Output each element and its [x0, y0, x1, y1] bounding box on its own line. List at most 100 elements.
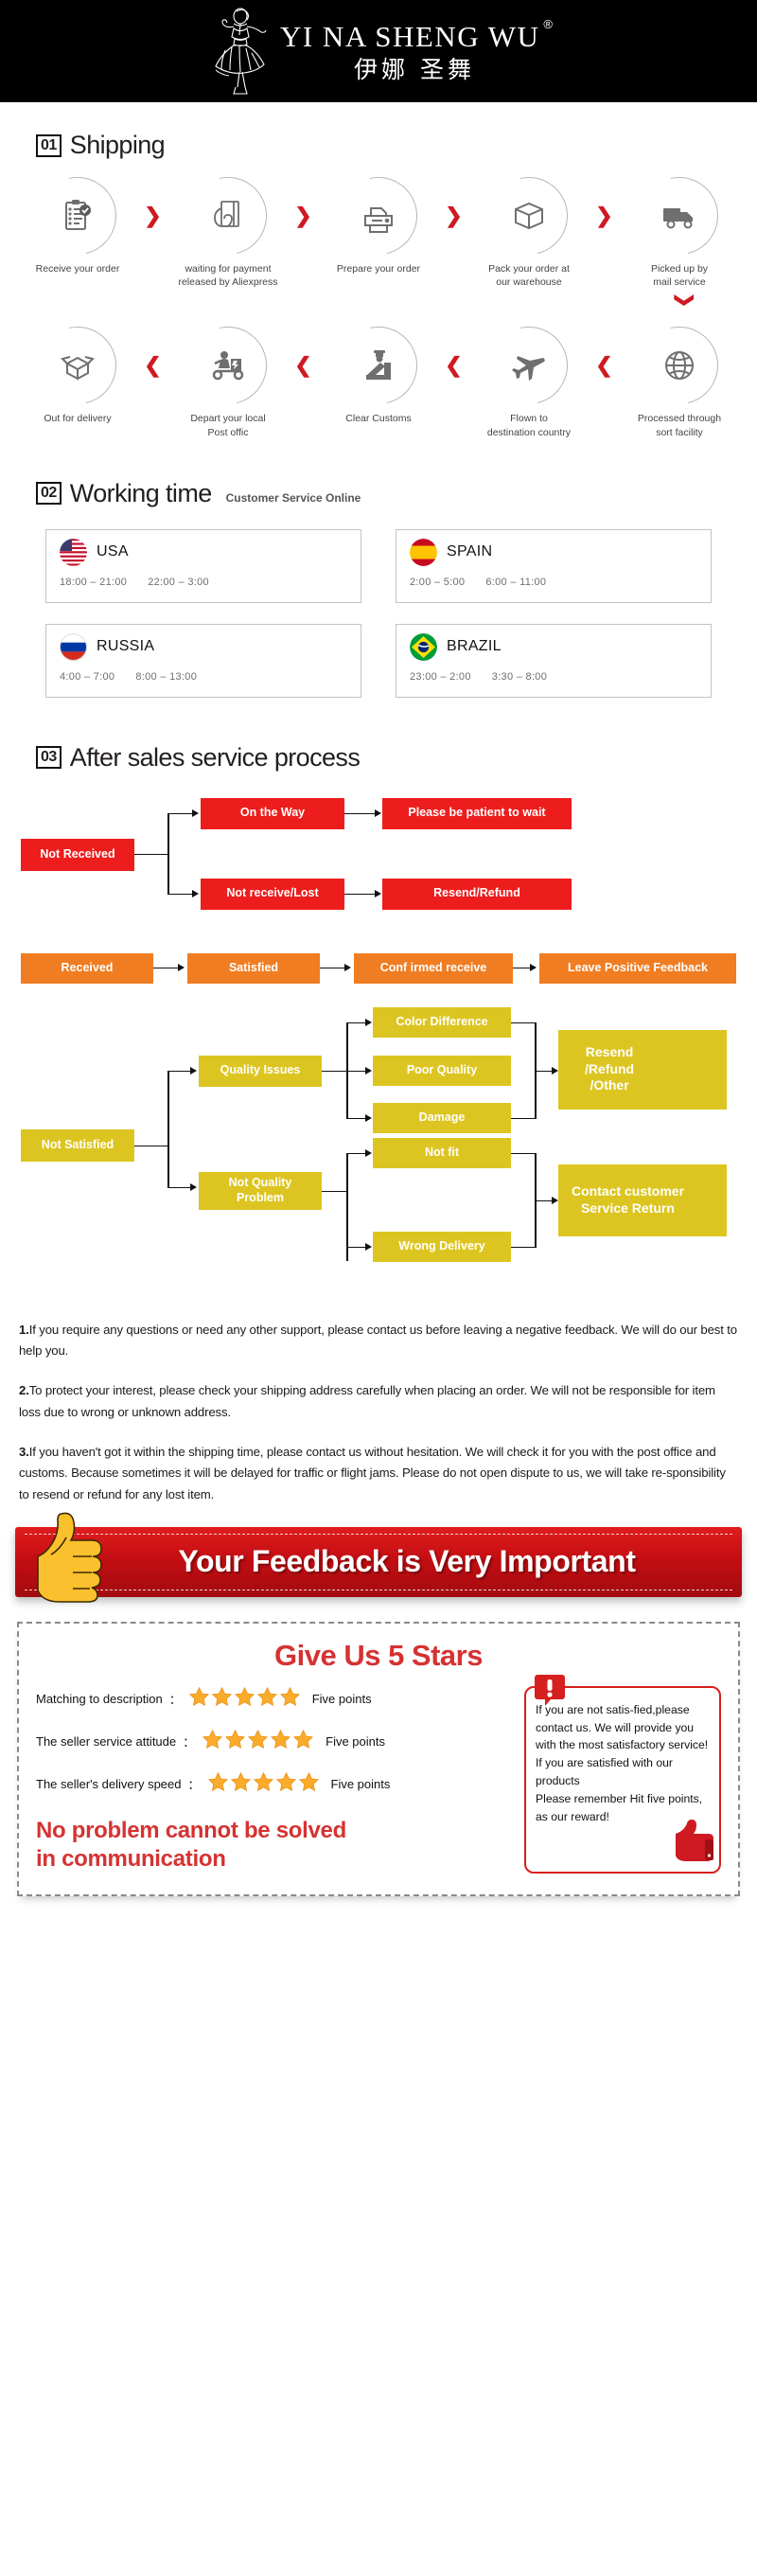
- feedback-banner: Your Feedback is Very Important: [15, 1512, 742, 1603]
- star-icon[interactable]: [270, 1729, 291, 1755]
- flow-node-resend-refund: Resend/Refund: [382, 878, 572, 910]
- rating-label: The seller's delivery speed: [36, 1777, 182, 1792]
- connector: [167, 1186, 190, 1189]
- rating-title: Give Us 5 Stars: [274, 1638, 483, 1672]
- brand-header: YI NA SHENG WU® 伊娜 圣舞: [0, 0, 757, 102]
- flow-node-color-difference: Color Difference: [373, 1006, 511, 1038]
- product-detail-page: YI NA SHENG WU® 伊娜 圣舞 01 Shipping: [0, 0, 757, 1896]
- globe-icon: [660, 346, 698, 384]
- orange-flowchart: Received Satisfied Conf irmed receive Le…: [0, 950, 757, 994]
- shipping-step: Pack your order at our warehouse: [472, 162, 586, 289]
- star-group[interactable]: [202, 1729, 314, 1755]
- country-name: RUSSIA: [97, 638, 155, 655]
- shipping-step: Processed through sort facility: [623, 311, 736, 438]
- step-label: Prepare your order: [336, 263, 421, 275]
- connector: [346, 1117, 365, 1120]
- star-icon[interactable]: [279, 1686, 301, 1713]
- shipping-step: Depart your local Post offic: [171, 311, 285, 438]
- hand-card-icon: [209, 197, 247, 235]
- chevron-right-icon: ❯: [445, 204, 463, 227]
- connector: [153, 967, 178, 969]
- connector: [344, 893, 375, 896]
- step-label: Pack your order at our warehouse: [488, 263, 570, 289]
- star-icon[interactable]: [188, 1686, 210, 1713]
- star-icon[interactable]: [247, 1729, 269, 1755]
- time-slot: 18:00 – 21:00: [60, 576, 128, 588]
- brand-text-block: YI NA SHENG WU® 伊娜 圣舞: [279, 18, 553, 80]
- star-icon[interactable]: [224, 1729, 246, 1755]
- shipping-steps-row-1: Receive your order ❯ waiting for payment…: [0, 162, 757, 289]
- printer-icon: [360, 197, 397, 235]
- rating-points: Five points: [326, 1734, 386, 1750]
- flow-node-wrong-delivery: Wrong Delivery: [373, 1231, 511, 1262]
- star-group[interactable]: [188, 1686, 301, 1713]
- connector: [167, 893, 192, 896]
- star-icon[interactable]: [256, 1686, 278, 1713]
- arrow-head: [190, 1182, 197, 1191]
- step-label: Receive your order: [35, 263, 120, 275]
- connector: [346, 1070, 365, 1073]
- registered-mark: ®: [543, 17, 554, 32]
- exclamation-icon: [534, 1673, 566, 1713]
- rating-colon: ：: [183, 1735, 196, 1750]
- rating-row: Matching to description ： Five points: [36, 1686, 515, 1713]
- chevron-right-icon: ❯: [144, 204, 162, 227]
- rating-label: The seller service attitude: [36, 1734, 177, 1750]
- rating-points: Five points: [311, 1692, 372, 1707]
- country-name: SPAIN: [447, 543, 493, 560]
- star-icon[interactable]: [207, 1771, 229, 1798]
- step-label: Depart your local Post offic: [190, 413, 266, 438]
- flow-node-resend-refund-other: Resend /Refund /Other: [558, 1029, 727, 1110]
- brand-name-en: YI NA SHENG WU: [279, 19, 540, 53]
- flow-node-received: Received: [21, 952, 153, 984]
- after-sales-section-heading: 03 After sales service process: [0, 743, 757, 773]
- star-icon[interactable]: [230, 1771, 252, 1798]
- policy-notes: 1.If you require any questions or need a…: [0, 1320, 757, 1506]
- working-time-card-spain: SPAIN 2:00 – 5:00 6:00 – 11:00: [396, 528, 712, 603]
- step-label: Flown to destination country: [486, 413, 572, 438]
- page-title: Shipping: [69, 131, 166, 159]
- flow-node-confirmed-receive: Conf irmed receive: [354, 952, 513, 984]
- connector: [346, 1246, 365, 1249]
- chevron-right-icon: ❯: [595, 204, 613, 227]
- thumbs-up-red-icon: [662, 1819, 715, 1870]
- step-label: Clear Customs: [345, 413, 412, 425]
- connector: [346, 1022, 365, 1024]
- yellow-flowchart: Not Satisfied Quality Issues Color Diffe…: [0, 1006, 757, 1295]
- time-slot: 2:00 – 5:00: [410, 576, 466, 588]
- section-number: 02: [36, 482, 62, 506]
- step-label: Processed through sort facility: [637, 413, 722, 438]
- star-group[interactable]: [207, 1771, 320, 1798]
- rating-rows: Matching to description ： Five points Th…: [36, 1686, 515, 1874]
- time-slot: 4:00 – 7:00: [60, 670, 115, 683]
- arrow-head: [375, 808, 381, 817]
- rating-colon: ：: [168, 1693, 182, 1708]
- flow-node-not-fit: Not fit: [373, 1137, 511, 1168]
- step-circle: [24, 162, 132, 270]
- connector: [513, 967, 532, 969]
- star-icon[interactable]: [275, 1771, 297, 1798]
- star-icon[interactable]: [292, 1729, 314, 1755]
- rating-label: Matching to description: [36, 1692, 163, 1707]
- feedback-banner-text: Your Feedback is Very Important: [178, 1544, 636, 1579]
- note-number: 3.: [19, 1444, 29, 1459]
- star-icon[interactable]: [234, 1686, 255, 1713]
- arrow-head: [365, 1018, 372, 1026]
- flag-spain-icon: [410, 539, 437, 566]
- star-icon[interactable]: [202, 1729, 223, 1755]
- arrow-head: [178, 963, 185, 971]
- connector: [167, 1070, 169, 1188]
- shipping-step: waiting for payment released by Aliexpre…: [171, 162, 285, 289]
- rating-slogan: No problem cannot be solved in communica…: [36, 1817, 346, 1872]
- shipping-step: Picked up by mail service: [623, 162, 736, 289]
- time-slot: 3:30 – 8:00: [491, 670, 548, 683]
- feedback-banner-wrap: Your Feedback is Very Important: [0, 1512, 757, 1603]
- star-icon[interactable]: [211, 1686, 233, 1713]
- flow-node-quality-issues: Quality Issues: [199, 1055, 322, 1087]
- star-icon[interactable]: [253, 1771, 274, 1798]
- flag-brazil-icon: [410, 633, 437, 661]
- step-label: Out for delivery: [44, 413, 112, 425]
- star-icon[interactable]: [298, 1771, 320, 1798]
- working-time-card-russia: RUSSIA 4:00 – 7:00 8:00 – 13:00: [45, 623, 361, 698]
- note-number: 2.: [19, 1383, 29, 1398]
